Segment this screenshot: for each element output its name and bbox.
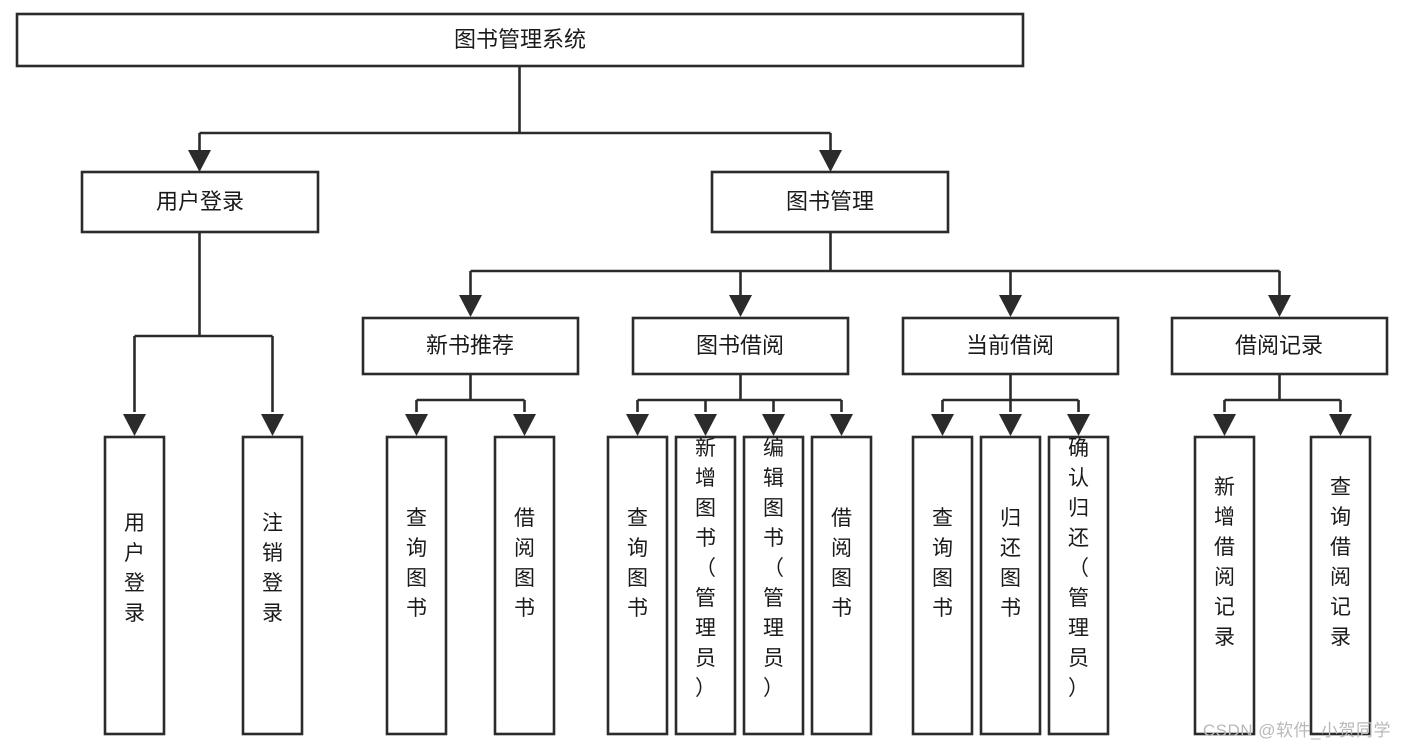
leaf-node[interactable]: 新增借阅记录: [1193, 435, 1256, 736]
node-borrow-record-box[interactable]: [1170, 316, 1389, 376]
leaf-logout-label: 注销登录: [262, 512, 283, 625]
leaf-borrowrecord-query-box[interactable]: [1309, 435, 1372, 736]
node-book-borrow-box[interactable]: [631, 316, 850, 376]
arrow-icon-to-book-manage: [819, 150, 842, 172]
arrow-icon-new-book-leaf-1: [405, 414, 428, 436]
leaf-bookborrow-borrow-label: 借阅图书: [831, 507, 852, 620]
leaf-node[interactable]: 借阅图书: [493, 435, 556, 736]
leaf-node[interactable]: 查询图书: [385, 435, 448, 736]
node-root-label: 图书管理系统: [454, 27, 586, 52]
leaf-bookborrow-query-box[interactable]: [606, 435, 669, 736]
node-current-borrow-label: 当前借阅: [966, 333, 1054, 358]
arrow-icon-new-book-leaf-2: [513, 414, 536, 436]
arrow-icon-to-leaf-logout: [261, 414, 284, 436]
leaf-currentborrow-confirm-box[interactable]: [1047, 435, 1110, 736]
arrow-icon-to-book-borrow: [729, 295, 752, 317]
leaf-bookborrow-edit-box[interactable]: [742, 435, 805, 736]
arrow-icon-borrow-record-leaf-1: [1213, 414, 1236, 436]
node-new-book-recommend-label: 新书推荐: [426, 333, 514, 358]
leaf-node[interactable]: 编辑图书（管理员）: [742, 435, 805, 736]
leaf-newbook-borrow-box[interactable]: [493, 435, 556, 736]
leaf-currentborrow-return-label: 归还图书: [1000, 507, 1021, 620]
arrow-icon-current-borrow-leaf-3: [1067, 414, 1090, 436]
arrow-icon-book-borrow-leaf-4: [830, 414, 853, 436]
node-book-manage-box[interactable]: [710, 170, 950, 234]
leaf-borrowrecord-query-label: 查询借阅记录: [1330, 476, 1351, 649]
node-book-manage-label: 图书管理: [786, 189, 874, 214]
connector-layer: [133, 67, 1342, 412]
arrow-icon-to-borrow-record: [1268, 295, 1291, 317]
node-current-borrow-box[interactable]: [901, 316, 1120, 376]
leaf-bookborrow-edit-label: 编辑图书（管理员）: [763, 437, 784, 700]
arrow-icon-book-borrow-leaf-3: [762, 414, 785, 436]
node-book-manage[interactable]: 图书管理: [710, 170, 950, 234]
leaf-node[interactable]: 查询图书: [911, 435, 974, 736]
leaf-bookborrow-query-label: 查询图书: [627, 507, 648, 620]
arrow-icon-to-leaf-user-login: [123, 414, 146, 436]
leaf-currentborrow-query-label: 查询图书: [932, 507, 953, 620]
arrow-icon-current-borrow-leaf-2: [999, 414, 1022, 436]
leaf-logout-box[interactable]: [241, 435, 304, 736]
leaf-node[interactable]: 确认归还（管理员）: [1047, 435, 1110, 736]
node-book-borrow[interactable]: 图书借阅: [631, 316, 850, 376]
arrowhead-layer: [123, 150, 1352, 436]
node-new-book-recommend-box[interactable]: [361, 316, 580, 376]
node-root[interactable]: 图书管理系统: [15, 12, 1025, 68]
leaf-borrowrecord-add-label: 新增借阅记录: [1214, 476, 1235, 649]
leaf-node[interactable]: 借阅图书: [810, 435, 873, 736]
leaf-bookborrow-add-label: 新增图书（管理员）: [695, 437, 716, 700]
arrow-icon-current-borrow-leaf-1: [931, 414, 954, 436]
leaf-currentborrow-return-box[interactable]: [979, 435, 1042, 736]
leaf-newbook-query-box[interactable]: [385, 435, 448, 736]
node-user-login[interactable]: 用户登录: [80, 170, 320, 234]
node-root-box[interactable]: [15, 12, 1025, 68]
arrow-icon-book-borrow-leaf-1: [626, 414, 649, 436]
leaf-bookborrow-add-box[interactable]: [674, 435, 737, 736]
leaf-bookborrow-borrow-box[interactable]: [810, 435, 873, 736]
leaf-borrowrecord-add-box[interactable]: [1193, 435, 1256, 736]
node-book-borrow-label: 图书借阅: [696, 333, 784, 358]
leaf-node[interactable]: 用户登录: [103, 435, 166, 736]
node-borrow-record-label: 借阅记录: [1235, 333, 1323, 358]
leaf-currentborrow-query-box[interactable]: [911, 435, 974, 736]
leaf-newbook-query-label: 查询图书: [406, 507, 427, 620]
arrow-icon-borrow-record-leaf-2: [1329, 414, 1352, 436]
node-user-login-label: 用户登录: [156, 189, 244, 214]
node-current-borrow[interactable]: 当前借阅: [901, 316, 1120, 376]
leaf-user-login-label: 用户登录: [124, 512, 145, 625]
leaf-currentborrow-confirm-label: 确认归还（管理员）: [1068, 437, 1089, 700]
arrow-icon-to-new-book: [459, 295, 482, 317]
leaf-node[interactable]: 新增图书（管理员）: [674, 435, 737, 736]
csdn-watermark: CSDN @软件_小贺同学: [1202, 721, 1391, 740]
node-borrow-record[interactable]: 借阅记录: [1170, 316, 1389, 376]
arrow-icon-book-borrow-leaf-2: [694, 414, 717, 436]
arrow-icon-to-current-borrow: [999, 295, 1022, 317]
arrow-icon-to-user-login: [188, 150, 211, 172]
leaf-node[interactable]: 查询图书: [606, 435, 669, 736]
leaf-node[interactable]: 查询借阅记录: [1309, 435, 1372, 736]
node-user-login-box[interactable]: [80, 170, 320, 234]
node-new-book-recommend[interactable]: 新书推荐: [361, 316, 580, 376]
leaf-node[interactable]: 注销登录: [241, 435, 304, 736]
leaf-user-login-box[interactable]: [103, 435, 166, 736]
leaf-node[interactable]: 归还图书: [979, 435, 1042, 736]
leaf-newbook-borrow-label: 借阅图书: [514, 507, 535, 620]
